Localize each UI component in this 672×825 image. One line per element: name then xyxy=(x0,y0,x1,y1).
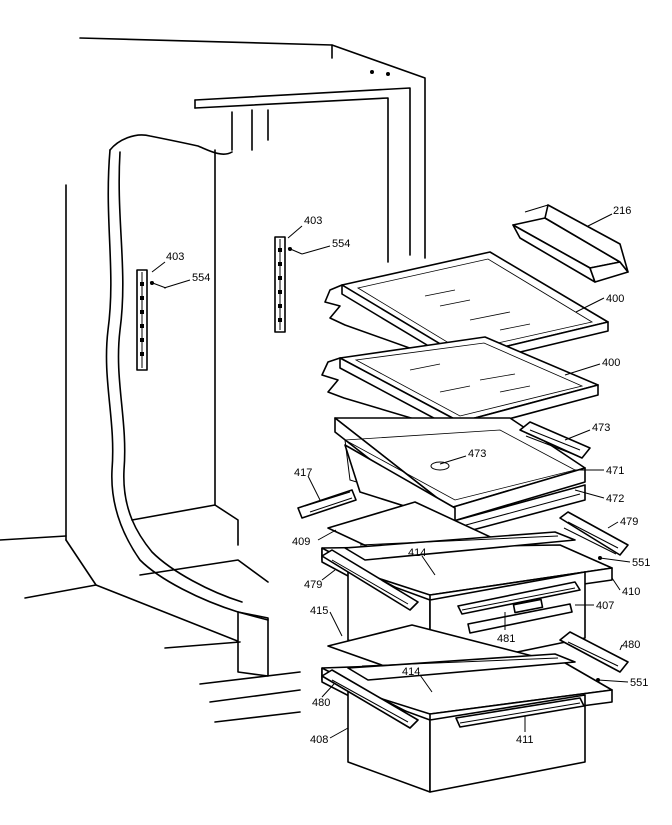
callout-480-right: 480 xyxy=(622,639,640,651)
callout-479-right: 479 xyxy=(620,516,638,528)
callout-labels: 216 400 400 403 554 403 554 473 473 471 … xyxy=(166,205,650,746)
slide-rail-left xyxy=(297,489,357,519)
glass-shelf-lower xyxy=(321,336,599,433)
callout-407: 407 xyxy=(596,600,614,612)
callout-216: 216 xyxy=(613,205,631,217)
shelf-support-rail-left xyxy=(136,269,167,371)
callout-408: 408 xyxy=(310,734,328,746)
callout-472: 472 xyxy=(606,493,624,505)
callout-414-upper: 414 xyxy=(408,547,426,559)
callout-400-lower: 400 xyxy=(602,357,620,369)
callout-551-lower: 551 xyxy=(630,677,648,689)
drawer-handle-upper xyxy=(467,598,573,634)
callout-481: 481 xyxy=(497,633,515,645)
drawer-rail-right-mid xyxy=(559,631,629,673)
callout-417: 417 xyxy=(294,467,312,479)
drawer-rail-right-upper xyxy=(559,511,629,556)
slide-out-shelf-tray xyxy=(334,417,586,537)
callout-473-tray: 473 xyxy=(468,448,486,460)
callout-551-upper: 551 xyxy=(632,557,650,569)
callout-473-rail: 473 xyxy=(592,422,610,434)
cabinet-body xyxy=(0,37,426,723)
slide-rail-right-upper xyxy=(519,421,591,459)
callout-403-right: 403 xyxy=(304,215,322,227)
callout-409: 409 xyxy=(292,536,310,548)
callout-403-left: 403 xyxy=(166,251,184,263)
callout-411: 411 xyxy=(516,734,534,746)
callout-414-lower: 414 xyxy=(402,666,420,678)
shelf-support-rail-right xyxy=(274,236,303,333)
callout-400-upper: 400 xyxy=(606,293,624,305)
callout-554-right: 554 xyxy=(332,238,350,250)
door-bin xyxy=(512,204,629,283)
callout-479-left: 479 xyxy=(304,579,322,591)
leader-lines xyxy=(151,213,631,739)
drawer-rail-left-upper xyxy=(321,549,419,611)
callout-415: 415 xyxy=(310,605,328,617)
callout-471: 471 xyxy=(606,465,624,477)
callout-480-left: 480 xyxy=(312,697,330,709)
callout-554-left: 554 xyxy=(192,272,210,284)
drawer-rail-left-lower xyxy=(321,669,419,729)
callout-410: 410 xyxy=(622,586,640,598)
